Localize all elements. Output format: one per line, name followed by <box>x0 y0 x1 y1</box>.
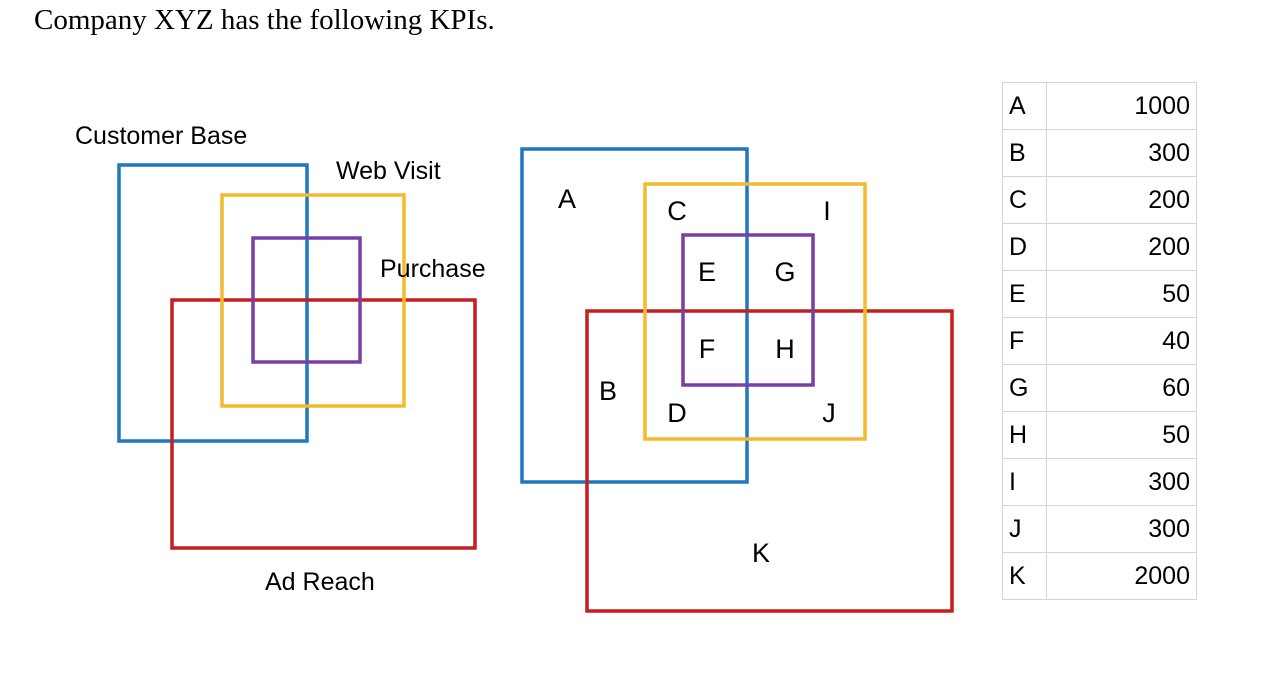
region-label-h: H <box>775 334 795 364</box>
region-label-j: J <box>822 398 836 428</box>
web-visit-box <box>220 193 406 408</box>
ad-reach-box <box>170 298 477 550</box>
page-heading: Company XYZ has the following KPIs. <box>34 4 495 36</box>
kpi-key: K <box>1002 552 1047 600</box>
region-label-a: A <box>558 184 576 214</box>
kpi-value: 300 <box>1046 505 1197 553</box>
region-label-e: E <box>698 257 716 287</box>
kpi-value: 200 <box>1046 223 1197 271</box>
kpi-key: B <box>1002 129 1047 177</box>
customer-base-box <box>117 163 309 443</box>
region-label-g: G <box>774 257 795 287</box>
kpi-value: 2000 <box>1046 552 1197 600</box>
kpi-key: A <box>1002 82 1047 130</box>
kpi-value: 50 <box>1046 270 1197 318</box>
purchase-label: Purchase <box>380 255 486 283</box>
purchase-region-box <box>681 233 815 387</box>
kpi-key: H <box>1002 411 1047 459</box>
region-label-k: K <box>752 538 770 568</box>
region-label-b: B <box>599 376 617 406</box>
purchase-box <box>251 236 362 364</box>
kpi-key: G <box>1002 364 1047 412</box>
kpi-key: I <box>1002 458 1047 506</box>
kpi-value: 60 <box>1046 364 1197 412</box>
kpi-value: 1000 <box>1046 82 1197 130</box>
kpi-key: F <box>1002 317 1047 365</box>
kpi-key: D <box>1002 223 1047 271</box>
kpi-key: J <box>1002 505 1047 553</box>
region-labels: A B C D E F G H I J K <box>558 184 836 568</box>
region-label-i: I <box>823 196 831 226</box>
ad-reach-region-box <box>585 309 954 613</box>
kpi-value: 300 <box>1046 129 1197 177</box>
kpi-value: 200 <box>1046 176 1197 224</box>
kpi-value: 40 <box>1046 317 1197 365</box>
left-venn-diagram <box>117 163 477 550</box>
region-label-f: F <box>699 334 716 364</box>
web-visit-region-box <box>643 182 867 441</box>
region-label-d: D <box>667 398 687 428</box>
kpi-key: E <box>1002 270 1047 318</box>
customer-base-region-box <box>520 147 749 484</box>
customer-base-label: Customer Base <box>75 122 247 150</box>
web-visit-label: Web Visit <box>336 157 441 185</box>
kpi-key: C <box>1002 176 1047 224</box>
kpi-value: 50 <box>1046 411 1197 459</box>
region-label-c: C <box>667 196 687 226</box>
ad-reach-label: Ad Reach <box>265 568 375 596</box>
kpi-value: 300 <box>1046 458 1197 506</box>
kpi-diagrams: Customer Base Web Visit Purchase Ad Reac… <box>75 122 954 613</box>
right-venn-diagram <box>520 147 954 613</box>
